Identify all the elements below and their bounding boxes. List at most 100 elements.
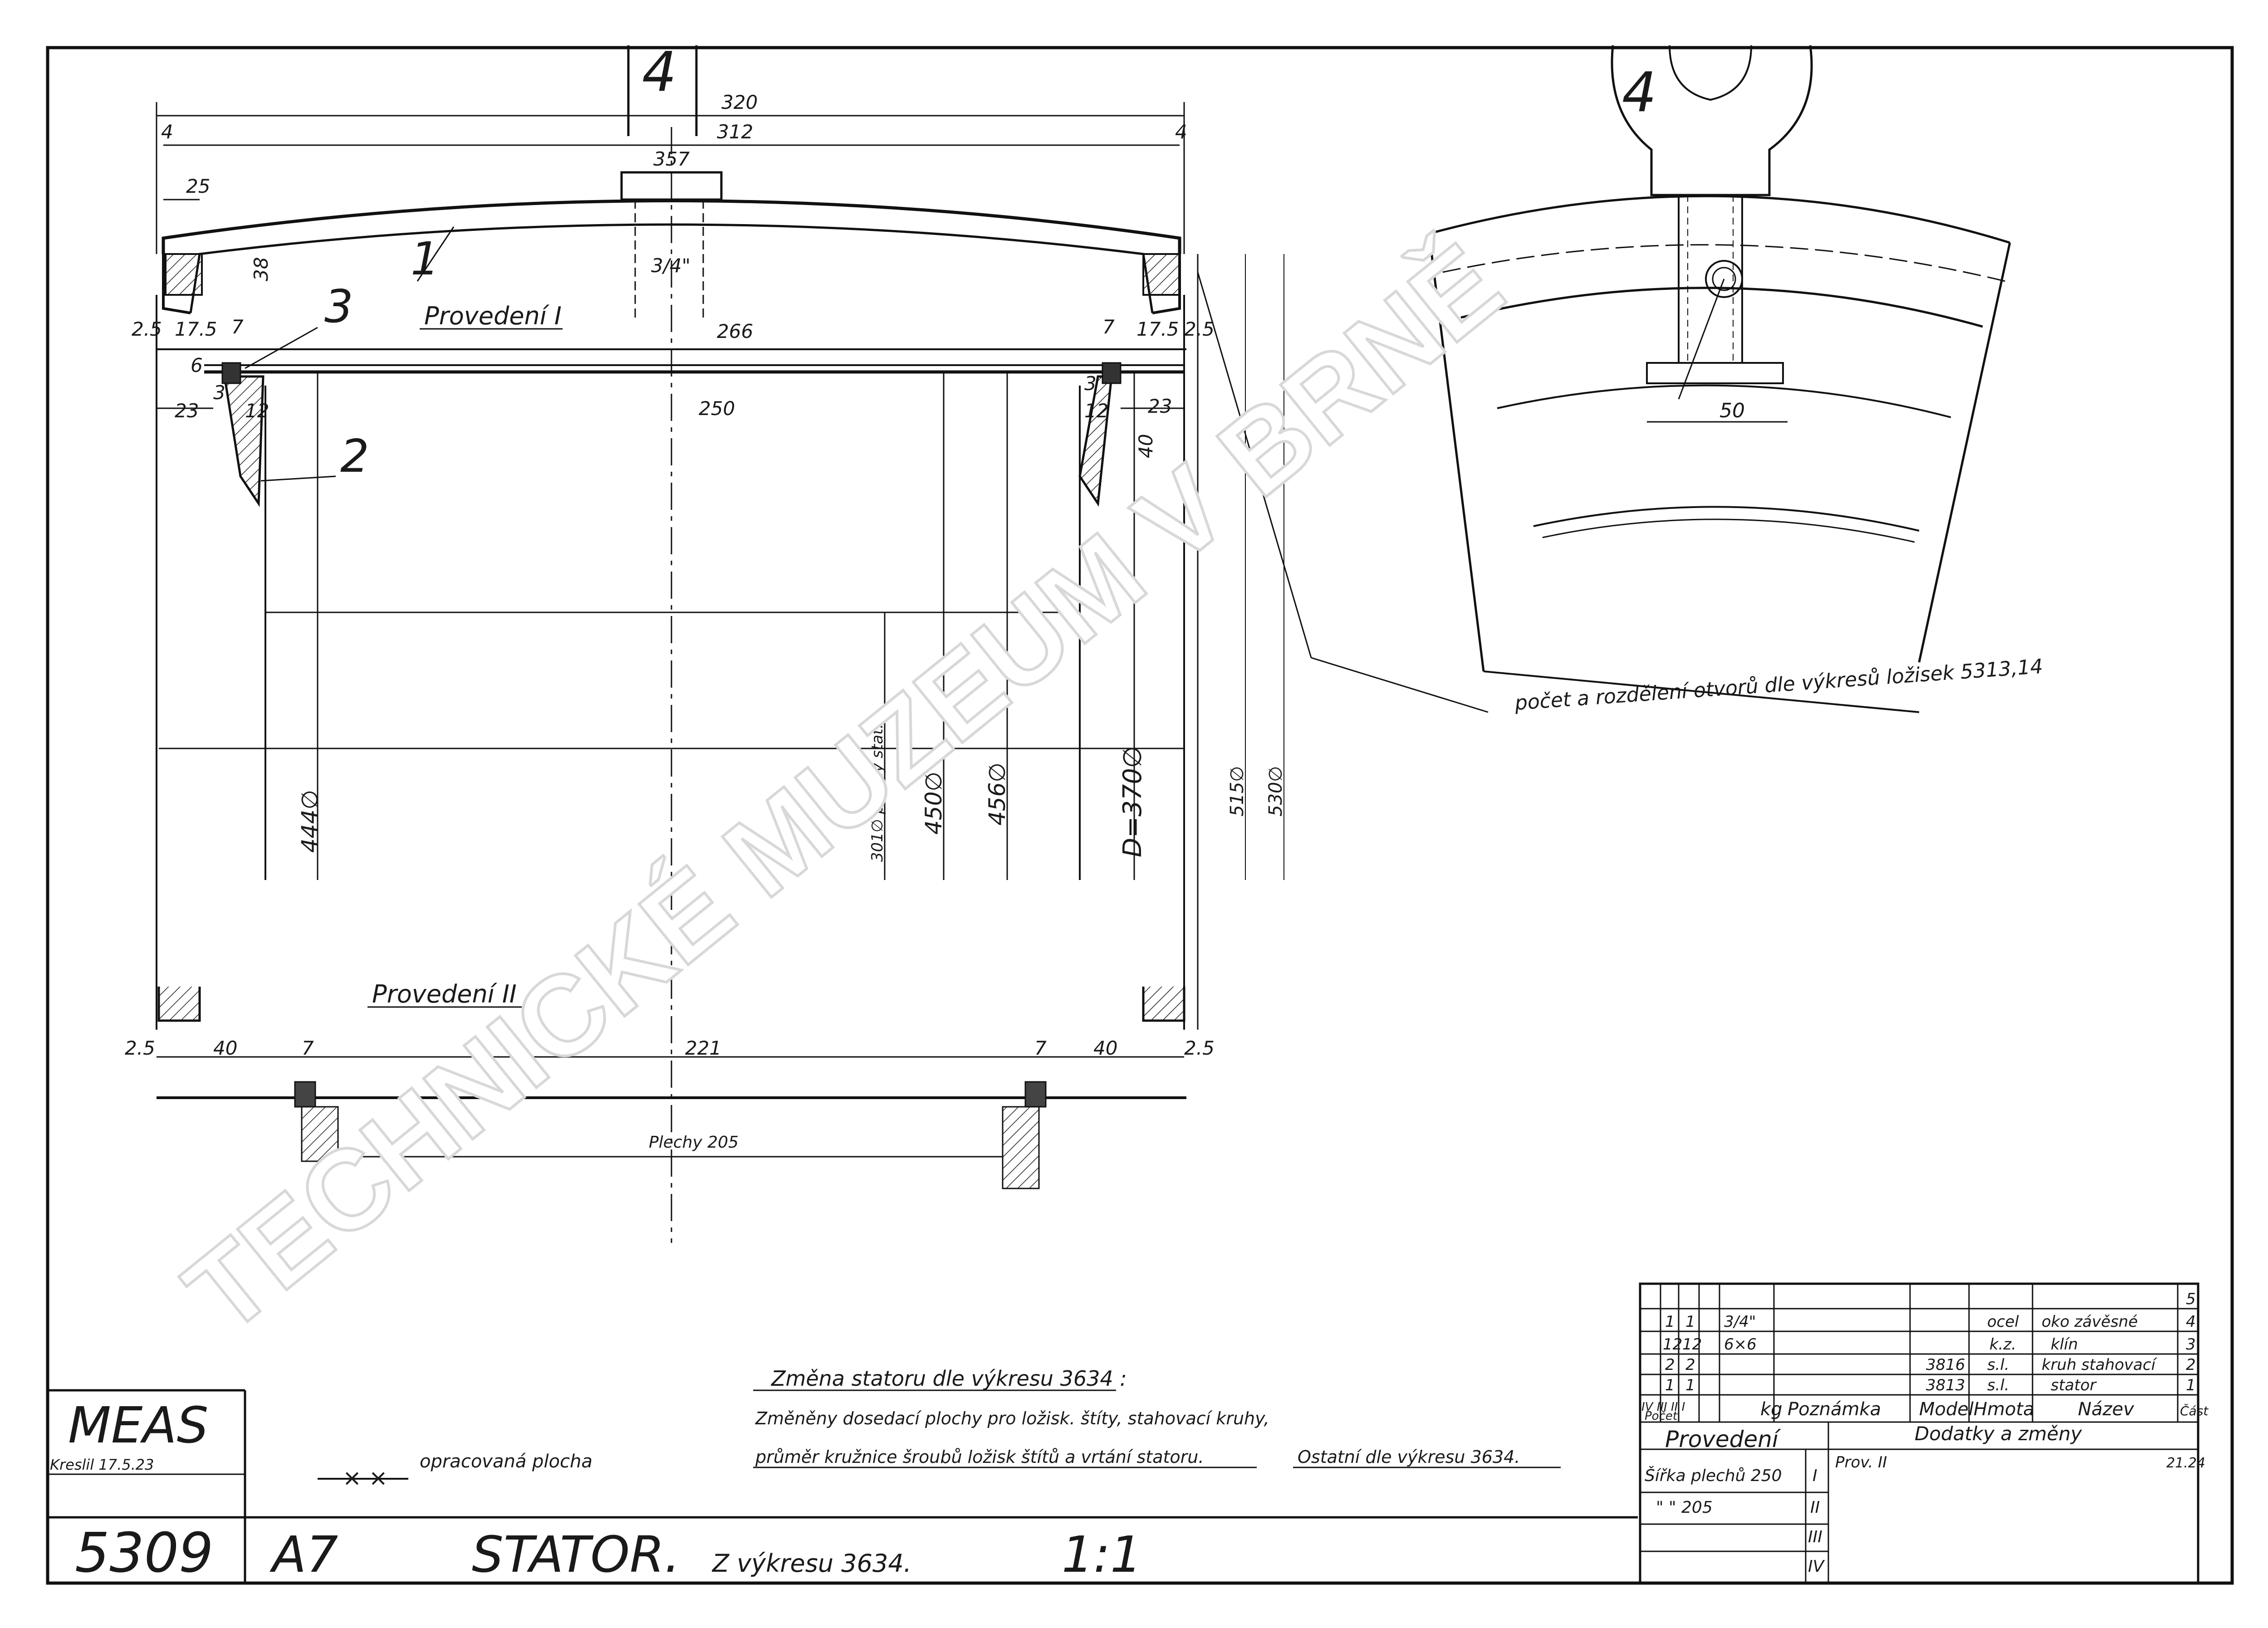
provedeni-1-label: Provedení I <box>424 302 562 330</box>
svg-text:2: 2 <box>1685 1356 1695 1374</box>
dim-444: 444∅ <box>297 790 323 853</box>
variant-row-1-label: Šířka plechů 250 <box>1645 1466 1782 1485</box>
dim-b-221: 221 <box>685 1037 721 1059</box>
change-line-1: Změněny dosedací plochy pro ložisk. štít… <box>755 1408 1269 1428</box>
dim-d370: D=370∅ <box>1118 746 1147 857</box>
change-notes: Změna statoru dle výkresu 3634 : Změněny… <box>753 1366 1561 1468</box>
dim-515: 515∅ <box>1227 766 1248 816</box>
parts-row: 1 1 3813 s.l. stator 1 <box>1665 1376 2196 1394</box>
variant-row-4-num: IV <box>1808 1557 1825 1576</box>
dim-7-right: 7 <box>1102 316 1115 338</box>
svg-text:12: 12 <box>1682 1335 1702 1354</box>
variant-row-2-num: II <box>1810 1498 1820 1517</box>
dim-320: 320 <box>721 91 758 113</box>
svg-text:Model: Model <box>1919 1399 1974 1420</box>
dim-b-2-5-right: 2.5 <box>1184 1037 1215 1059</box>
svg-text:4: 4 <box>2186 1313 2196 1331</box>
drawing-source: Z výkresu 3634. <box>711 1549 911 1578</box>
variants-title: Provedení <box>1665 1426 1781 1452</box>
dim-301: 301∅ plechy stat. <box>868 724 887 862</box>
drawing-number: 5309 <box>75 1522 213 1585</box>
svg-text:oko závěsné: oko závěsné <box>2042 1313 2138 1331</box>
svg-text:1: 1 <box>1685 1376 1695 1394</box>
svg-text:Hmota: Hmota <box>1974 1399 2034 1420</box>
svg-text:× ×: × × <box>343 1465 388 1491</box>
drawn-by: Kreslil 17.5.23 <box>50 1456 154 1473</box>
svg-text:stator: stator <box>2051 1376 2097 1394</box>
dim-17-5-right: 17.5 <box>1136 318 1179 340</box>
dim-4-left: 4 <box>161 121 173 143</box>
dim-3-right: 3 <box>1084 372 1097 395</box>
sheet-border <box>46 46 2234 1585</box>
svg-text:3816: 3816 <box>1926 1356 1965 1374</box>
dim-357: 357 <box>653 148 690 170</box>
part-1-label: 1 <box>411 232 440 285</box>
variants-table: Provedení Dodatky a změny Šířka plechů 2… <box>1645 1423 2205 1576</box>
svg-text:2: 2 <box>2186 1356 2196 1374</box>
worked-surface-label: opracovaná plocha <box>420 1451 593 1472</box>
dim-266: 266 <box>717 320 753 342</box>
svg-text:12: 12 <box>1663 1335 1682 1354</box>
part-callouts: 4 1 3 2 Provedení I Provedení II <box>245 41 676 1008</box>
dim-2-5-left: 2.5 <box>132 318 162 340</box>
change-entry: Prov. II <box>1835 1453 1887 1472</box>
dim-40: 40 <box>1135 434 1157 458</box>
dim-38: 38 <box>250 257 272 281</box>
parts-row: 1 1 3/4" ocel oko závěsné 4 <box>1665 1313 2196 1331</box>
variant-row-3-num: III <box>1808 1528 1822 1546</box>
title-block-texts: MEAS Kreslil 17.5.23 5309 A7 STATOR. Z v… <box>50 1290 2209 1585</box>
svg-text:s.l.: s.l. <box>1987 1376 2009 1394</box>
parts-row: 2 2 3816 s.l. kruh stahovací 2 <box>1665 1356 2196 1374</box>
svg-text:1: 1 <box>1665 1376 1675 1394</box>
change-line-3: Ostatní dle výkresu 3634. <box>1298 1447 1520 1467</box>
dim-50: 50 <box>1719 399 1745 422</box>
dim-530: 530∅ <box>1265 766 1286 816</box>
svg-text:IV III II I: IV III II I <box>1641 1400 1685 1414</box>
dim-17-5-left: 17.5 <box>175 318 217 340</box>
dim-b-40-left: 40 <box>213 1037 237 1059</box>
svg-text:3: 3 <box>2186 1335 2196 1354</box>
parts-list: 5 1 1 3/4" ocel oko závěsné 4 12 12 6×6 … <box>1641 1290 2209 1423</box>
dim-250: 250 <box>699 397 735 420</box>
dim-12-right: 12 <box>1084 400 1108 422</box>
change-line-2: průměr kružnice šroubů ložisk štítů a vr… <box>755 1447 1204 1467</box>
change-title: Změna statoru dle výkresu 3634 : <box>770 1366 1127 1391</box>
dim-plechy-205: Plechy 205 <box>649 1133 739 1152</box>
parts-header: IV III II I Počet kg Poznámka Model Hmot… <box>1641 1399 2209 1423</box>
parts-row: 5 <box>2186 1290 2196 1308</box>
dim-23-left: 23 <box>175 400 199 422</box>
part-4-label: 4 <box>642 41 676 104</box>
dim-b-7-right: 7 <box>1034 1037 1047 1059</box>
dim-312: 312 <box>717 121 753 143</box>
svg-text:1: 1 <box>2186 1376 2196 1394</box>
svg-text:s.l.: s.l. <box>1987 1356 2009 1374</box>
svg-text:Část: Část <box>2180 1403 2209 1418</box>
title-block <box>48 1282 2199 1584</box>
dim-3-4: 3/4" <box>651 254 691 277</box>
svg-text:2: 2 <box>1665 1356 1675 1374</box>
dim-456: 456∅ <box>984 763 1010 826</box>
dim-12-left: 12 <box>245 400 269 422</box>
dim-7-left: 7 <box>231 316 244 338</box>
change-date: 21.24 <box>2166 1455 2205 1471</box>
holes-note: počet a rozdělení otvorů dle výkresů lož… <box>1514 655 2043 715</box>
dim-b-40-right: 40 <box>1093 1037 1117 1059</box>
part-2-label: 2 <box>340 430 369 483</box>
svg-text:Poznámka: Poznámka <box>1788 1399 1881 1420</box>
stator-section-view <box>156 45 1284 1243</box>
detail-view <box>1428 45 2011 713</box>
svg-text:kruh stahovací: kruh stahovací <box>2042 1356 2157 1374</box>
dim-6: 6 <box>191 354 203 376</box>
variant-row-1-num: I <box>1812 1467 1817 1485</box>
dim-450: 450∅ <box>921 772 947 835</box>
dim-23-right: 23 <box>1148 395 1172 417</box>
part-4-detail-label: 4 <box>1622 61 1656 124</box>
svg-text:Počet: Počet <box>1645 1409 1678 1423</box>
dimension-texts: 320 312 4 4 25 357 38 3/4" 2.5 17.5 7 26… <box>125 91 1286 1152</box>
worked-surface-legend: × × opracovaná plocha <box>318 1451 593 1491</box>
svg-text:Název: Název <box>2078 1399 2135 1420</box>
dim-3-left: 3 <box>213 381 225 404</box>
dim-25: 25 <box>186 175 210 197</box>
svg-text:5: 5 <box>2186 1290 2196 1308</box>
